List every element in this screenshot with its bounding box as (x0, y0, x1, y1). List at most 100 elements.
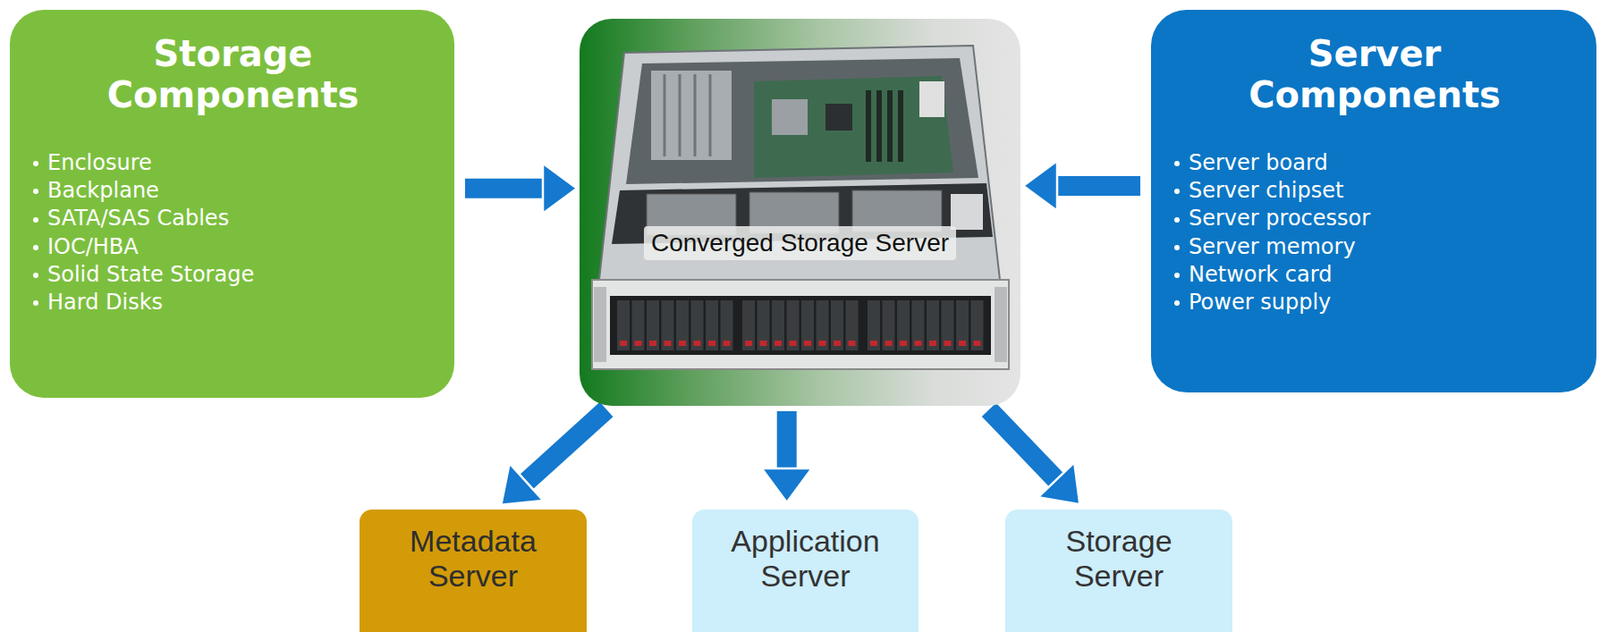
drive-led (723, 340, 731, 347)
drive-led (973, 340, 982, 347)
memory-stick (887, 90, 893, 162)
server-label: Metadata Server (377, 524, 570, 594)
drive-slot (617, 300, 630, 351)
flow-arrow (761, 411, 813, 503)
drive-led (899, 340, 907, 347)
drive-led (914, 340, 923, 347)
drive-led (708, 340, 716, 347)
list-item: Server processor (1167, 204, 1583, 233)
arrow-outline (774, 411, 799, 473)
flow-arrow (1023, 160, 1141, 212)
drive-slot (632, 300, 645, 351)
drive-slot (646, 300, 660, 351)
drive-slot (971, 300, 984, 351)
drive-led (833, 340, 841, 347)
drive-tray (742, 300, 755, 351)
drive-tray (846, 300, 859, 351)
server-components-panel: Server ComponentsServer boardServer chip… (1151, 9, 1597, 393)
drive-tray (867, 300, 881, 351)
drive-tray (617, 300, 630, 351)
drive-led (664, 340, 672, 347)
arrow-head (1038, 462, 1081, 505)
drive-tray (941, 300, 955, 351)
drive-tray (897, 300, 910, 351)
drive-tray (882, 300, 896, 351)
drive-slot (897, 300, 910, 351)
drive-led (819, 340, 827, 347)
rack-handle (593, 287, 607, 363)
list-item: Server memory (1167, 233, 1583, 262)
server-illustration (579, 18, 1021, 407)
flow-arrow (500, 409, 607, 506)
list-item: Solid State Storage (25, 261, 441, 289)
drive-slot (787, 300, 800, 351)
drive-tray (771, 300, 785, 351)
drive-led (944, 340, 952, 347)
storage-components-panel: Storage ComponentsEnclosureBackplaneSATA… (9, 9, 455, 398)
drive-led (870, 340, 878, 347)
drive-tray (705, 300, 719, 351)
power-supply (919, 81, 945, 118)
server-board (753, 76, 954, 178)
drive-slot (801, 300, 814, 351)
drive-slot (705, 300, 719, 351)
drive-slot (941, 300, 955, 351)
drive-tray (787, 300, 800, 351)
drive-tray (801, 300, 814, 351)
flow-arrow (465, 163, 577, 214)
flow-arrow (989, 409, 1081, 505)
drive-tray (676, 300, 689, 351)
list-item: Backplane (25, 177, 441, 205)
list-item: Hard Disks (25, 288, 441, 317)
riser-slot (663, 74, 667, 157)
list-item: Network card (1167, 261, 1583, 289)
drive-slot (742, 300, 755, 351)
drive-tray (661, 300, 675, 351)
riser-slot (694, 74, 697, 157)
drive-slot (867, 300, 881, 351)
drive-led (619, 340, 627, 347)
drive-tray (912, 300, 925, 351)
drive-tray (646, 300, 660, 351)
server-label: Storage Server (1023, 524, 1216, 594)
arrow-shaft (524, 409, 607, 485)
panel-heading: Server Components (1204, 33, 1545, 116)
memory-stick (897, 90, 904, 162)
metadata-server-box: Metadata Server (359, 509, 587, 632)
drive-tray (757, 300, 771, 351)
drive-slot (882, 300, 896, 351)
drive-led (694, 340, 702, 347)
drive-cage (609, 296, 991, 356)
drive-led (678, 340, 686, 347)
drive-led (634, 340, 643, 347)
drive-slot (846, 300, 859, 351)
list-item: SATA/SAS Cables (25, 204, 441, 233)
list-item: Server chipset (1167, 177, 1583, 205)
arrow-outline (989, 409, 1059, 483)
drive-led (649, 340, 657, 347)
arrow-shaft (989, 409, 1059, 483)
front-bezel (592, 279, 1009, 370)
control-module (950, 194, 983, 230)
storage-server-box: Storage Server (1005, 509, 1233, 632)
drive-slot (926, 300, 940, 351)
arrow-head (761, 468, 813, 503)
drive-tray (926, 300, 940, 351)
chipset (825, 103, 853, 131)
drive-led (804, 340, 812, 347)
server-label: Application Server (709, 524, 902, 594)
drive-tray (816, 300, 830, 351)
drive-led (958, 340, 966, 347)
drive-slot (912, 300, 925, 351)
drive-led (760, 340, 768, 347)
arrow-head (542, 163, 577, 214)
drive-tray (971, 300, 984, 351)
drive-led (929, 340, 937, 347)
drive-tray (632, 300, 645, 351)
drive-tray (830, 300, 844, 351)
drive-slot (676, 300, 689, 351)
drive-tray (720, 300, 734, 351)
drive-slot (830, 300, 844, 351)
